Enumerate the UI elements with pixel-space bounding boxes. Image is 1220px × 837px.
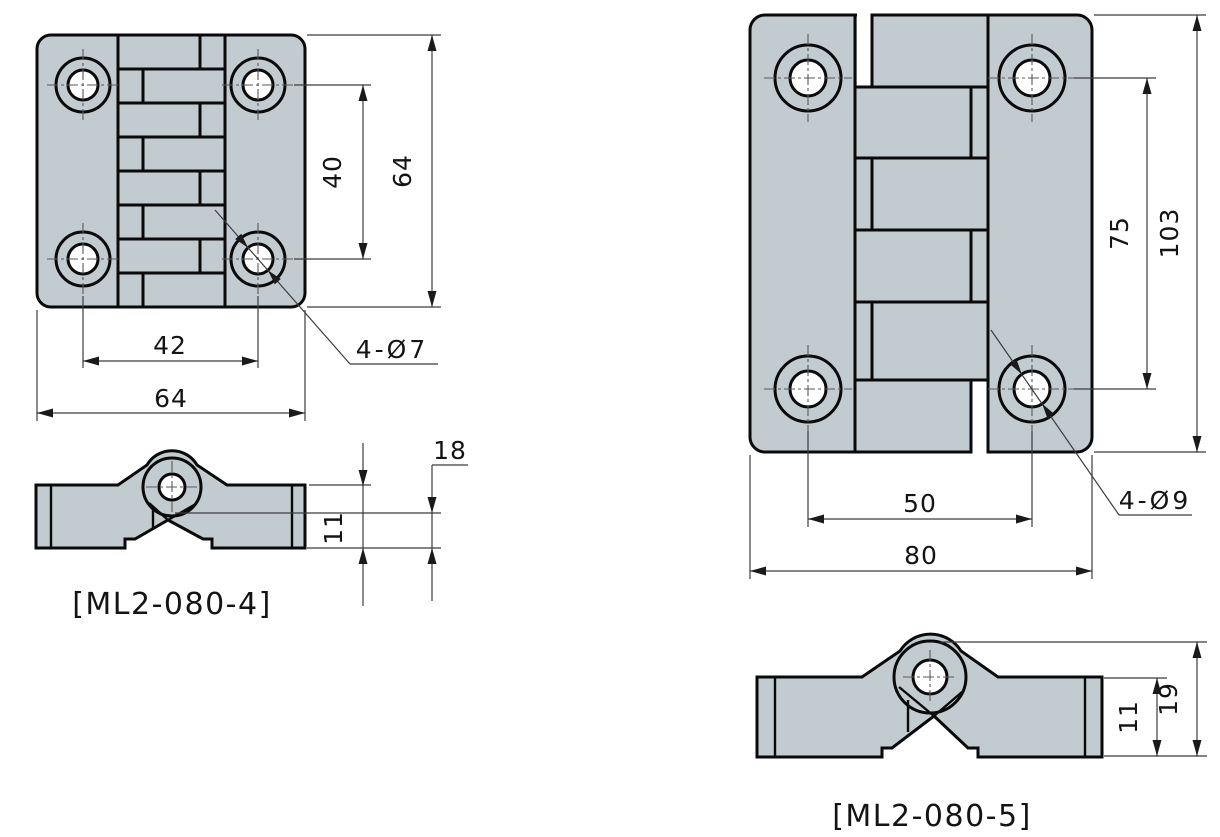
view-front-large: 75 103 50 80 <box>748 11 1206 579</box>
dim-text-42: 42 <box>153 331 187 360</box>
pin-centerlines-small <box>146 461 198 513</box>
dim-pitch-h-small: 42 <box>82 296 259 368</box>
dim-thickness-small: 11 <box>307 443 441 606</box>
part-label-small: [ML2-080-4] <box>72 587 272 622</box>
hinge-body-large <box>748 13 1094 454</box>
knuckle-strip-small <box>116 35 227 307</box>
dim-pitch-v-small: 40 <box>294 84 371 260</box>
dim-text-80: 80 <box>904 541 938 570</box>
dim-pitch-v-large: 75 <box>1074 77 1156 390</box>
dim-overall-h-small: 64 <box>307 34 441 308</box>
dim-thickness-large: 11 <box>1104 677 1207 757</box>
knuckle-lobe-small <box>141 456 203 518</box>
dim-height-small: 18 <box>175 436 468 601</box>
knuckle-gap-walls <box>853 13 990 454</box>
dim-text-11-large: 11 <box>1114 700 1143 734</box>
dim-pitch-h-large: 50 <box>807 431 1033 527</box>
dim-overall-w-small: 64 <box>36 310 306 421</box>
knuckle-strip-large <box>853 15 990 452</box>
dim-text-50: 50 <box>903 489 937 518</box>
knuckle-gap-bottom <box>972 381 987 457</box>
dim-text-75: 75 <box>1105 216 1134 250</box>
dim-text-40: 40 <box>318 155 347 189</box>
dim-text-11-small: 11 <box>319 511 348 545</box>
view-side-large: 11 19 [ML2-080-5] <box>755 632 1207 834</box>
dim-overall-w-large: 80 <box>749 455 1093 579</box>
hole-callout-large: 4-Ø9 <box>990 329 1192 516</box>
view-side-small: 11 18 [ML2-080-4] <box>34 436 468 622</box>
knuckle-gap-top <box>857 11 871 86</box>
part-label-large: [ML2-080-5] <box>832 799 1032 834</box>
mounting-holes-small <box>47 49 294 295</box>
dim-text-19: 19 <box>1154 682 1183 716</box>
dim-text-64-v: 64 <box>388 154 417 188</box>
leaf-cross-lines-large <box>773 678 1087 756</box>
dim-height-large: 19 <box>940 641 1207 756</box>
dim-overall-h-large: 103 <box>1094 14 1206 453</box>
dim-text-18: 18 <box>433 436 467 465</box>
callout-text-4d7: 4-Ø7 <box>356 335 429 364</box>
hole-callout-small: 4-Ø7 <box>214 209 438 365</box>
callout-text-4d9: 4-Ø9 <box>1119 486 1192 515</box>
dim-text-103: 103 <box>1155 208 1184 259</box>
dim-text-64-h: 64 <box>154 384 188 413</box>
pin-centerlines-large <box>903 650 957 704</box>
view-front-small: 40 64 42 64 <box>35 33 441 421</box>
